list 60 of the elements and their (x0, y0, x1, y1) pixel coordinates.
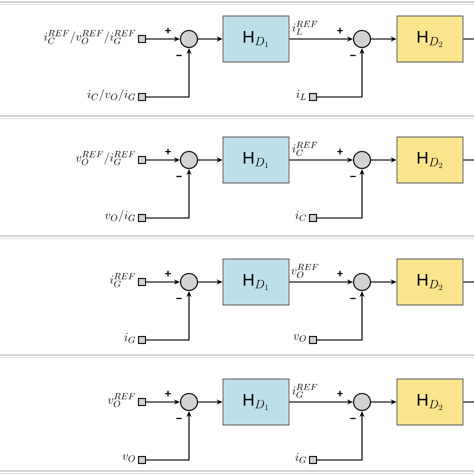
summing-junction (180, 30, 198, 48)
sign-label: + (165, 270, 171, 276)
block-box: $\mathrm{H}_{D_1}$ (222, 378, 290, 426)
summing-junction (180, 272, 198, 292)
signal-label: $i_G$ (295, 453, 306, 464)
edge-label: $i_L^{REF}$ (292, 20, 318, 35)
block-box: $\mathrm{H}_{D_2}$ (396, 136, 464, 184)
signal-label: $v_O^{REF}/i_G^{REF}$ (76, 151, 135, 166)
sign-label: + (165, 390, 171, 396)
sign-label: − (176, 298, 182, 300)
input-port (309, 93, 317, 101)
edge-label: $v_O^{REF}$ (291, 264, 318, 278)
signal-label: $i_G^{REF}$ (110, 273, 135, 288)
signal-label: $i_C/v_O/i_G$ (87, 89, 136, 101)
sign-label: − (176, 418, 182, 420)
summing-junction (352, 150, 372, 170)
signal-label: $i_L$ (296, 90, 306, 100)
summing-junction (180, 150, 198, 170)
block-box: $\mathrm{H}_{D_1}$ (222, 16, 290, 62)
signal-label: $i_G$ (124, 333, 136, 344)
input-port (309, 214, 317, 222)
sign-label: − (176, 54, 182, 56)
summing-junction (352, 272, 372, 292)
block-box: $\mathrm{H}_{D_2}$ (396, 258, 464, 306)
block-box: $\mathrm{H}_{D_2}$ (396, 16, 464, 62)
edge-label: $i_G^{REF}$ (292, 384, 318, 398)
sign-label: + (337, 390, 343, 396)
signal-label: $v_O/i_G$ (105, 210, 136, 222)
block-box: $\mathrm{H}_{D_1}$ (222, 136, 290, 184)
sign-label: − (350, 176, 356, 178)
summing-junction (180, 392, 198, 412)
sign-label: − (350, 54, 356, 56)
signal-label: $i_C$ (295, 211, 306, 222)
signal-label: $v_O$ (122, 454, 135, 462)
sign-label: + (337, 270, 343, 276)
block-box: $\mathrm{H}_{D_1}$ (222, 258, 290, 306)
sign-label: + (337, 28, 343, 34)
input-port (138, 214, 146, 222)
signal-label: $v_O^{REF}$ (108, 393, 135, 408)
input-port (138, 93, 146, 101)
sign-label: − (176, 176, 182, 178)
input-port (138, 35, 146, 43)
input-port (138, 156, 146, 164)
signal-label: $v_O$ (294, 334, 306, 342)
input-port (138, 336, 146, 344)
input-port (138, 456, 146, 464)
input-port (309, 336, 317, 344)
input-port (309, 456, 317, 464)
sign-label: − (350, 298, 356, 300)
sign-label: − (350, 418, 356, 420)
block-box: $\mathrm{H}_{D_2}$ (396, 378, 464, 426)
input-port (138, 398, 146, 406)
edge-label: $i_C^{REF}$ (292, 142, 318, 156)
summing-junction (352, 392, 372, 412)
input-port (138, 278, 146, 286)
sign-label: + (165, 148, 171, 154)
summing-junction (352, 30, 372, 48)
sign-label: + (337, 148, 343, 154)
sign-label: + (165, 28, 171, 34)
signal-label: $i_C^{REF}/v_O^{REF}/i_G^{REF}$ (44, 30, 135, 44)
